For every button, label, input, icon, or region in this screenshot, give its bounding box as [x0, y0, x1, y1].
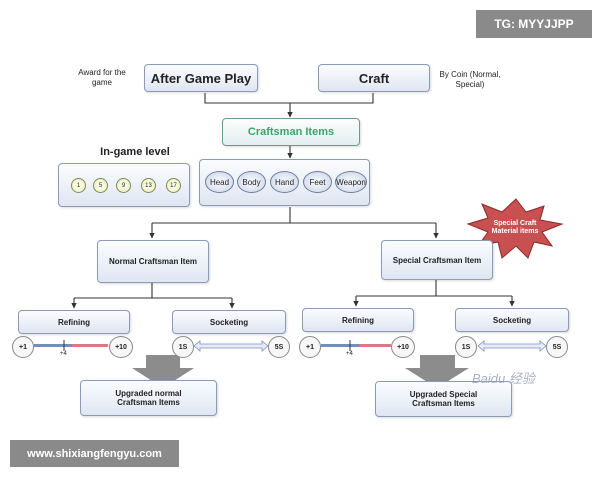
craft-label: Craft — [358, 70, 390, 86]
watermark-bottom-tag: www.shixiangfengyu.com — [10, 440, 179, 467]
left-result-label: Upgraded normal Craftsman Items — [115, 389, 182, 407]
normal-craftsman-box: Normal Craftsman Item — [97, 240, 209, 283]
after-game-play-box: After Game Play — [144, 64, 258, 92]
right-socket-max: 5S — [546, 336, 568, 358]
right-refining-label: Refining — [342, 315, 374, 325]
slot-feet: Feet — [303, 171, 332, 193]
right-refine-max: +10 — [391, 336, 415, 358]
connector-special-split — [356, 280, 512, 297]
equipment-slots-box: Head Body Hand Feet Weapon — [199, 159, 370, 206]
left-socketing-label: Socketing — [209, 317, 249, 327]
award-note: Award for the game — [78, 68, 126, 87]
right-down-arrow — [405, 355, 469, 388]
level-17: 17 — [166, 178, 181, 193]
left-refine-max: +10 — [109, 336, 133, 358]
level-5: 5 — [93, 178, 108, 193]
in-game-level-title: In-game level — [100, 146, 170, 158]
left-result-box: Upgraded normal Craftsman Items — [80, 380, 217, 416]
slot-weapon: Weapon — [335, 171, 367, 193]
left-refining-label: Refining — [58, 317, 90, 327]
connector-slots-split — [152, 207, 436, 224]
left-refine-bar — [34, 340, 108, 351]
right-refine-min: +1 — [299, 336, 321, 358]
right-socket-arrow — [477, 340, 547, 352]
level-9: 9 — [116, 178, 131, 193]
right-refining-box: Refining — [302, 308, 414, 332]
after-game-play-label: After Game Play — [150, 70, 252, 86]
special-material-label: Special Craft Material items — [491, 220, 539, 235]
special-craftsman-box: Special Craftsman Item — [381, 240, 493, 280]
left-socket-arrow — [193, 340, 269, 352]
left-down-arrow — [132, 355, 194, 388]
connector-normal-split — [74, 283, 232, 299]
left-socket-min: 1S — [172, 336, 194, 358]
special-craftsman-label: Special Craftsman Item — [392, 255, 482, 265]
slot-body: Body — [237, 171, 266, 193]
craft-box: Craft — [318, 64, 430, 92]
right-socketing-label: Socketing — [492, 315, 532, 325]
craftsman-items-box: Craftsman Items — [222, 118, 360, 146]
baidu-watermark-logo: Baidu 经验 — [472, 371, 535, 386]
connector-after-game — [204, 93, 290, 104]
left-socket-max: 5S — [268, 336, 290, 358]
right-socketing-box: Socketing — [455, 308, 569, 332]
left-refine-min: +1 — [12, 336, 34, 358]
level-13: 13 — [141, 178, 156, 193]
right-refine-bar — [321, 340, 391, 351]
slot-head: Head — [205, 171, 234, 193]
slot-hand: Hand — [270, 171, 299, 193]
in-game-level-box: 1 5 9 13 17 — [58, 163, 190, 207]
level-1: 1 — [71, 178, 86, 193]
right-result-box: Upgraded Special Craftsman Items — [375, 381, 512, 417]
right-refine-mid: +4 — [346, 351, 353, 357]
right-result-label: Upgraded Special Craftsman Items — [409, 390, 478, 408]
left-socketing-box: Socketing — [172, 310, 286, 334]
watermark-top-tag: TG: MYYJJPP — [476, 10, 592, 38]
connector-craft — [290, 93, 374, 104]
coin-note: By Coin (Normal, Special) — [439, 70, 501, 89]
normal-craftsman-label: Normal Craftsman Item — [108, 257, 198, 266]
craftsman-items-label: Craftsman Items — [247, 126, 335, 138]
left-refine-mid: +4 — [60, 351, 67, 357]
right-socket-min: 1S — [455, 336, 477, 358]
left-refining-box: Refining — [18, 310, 130, 334]
